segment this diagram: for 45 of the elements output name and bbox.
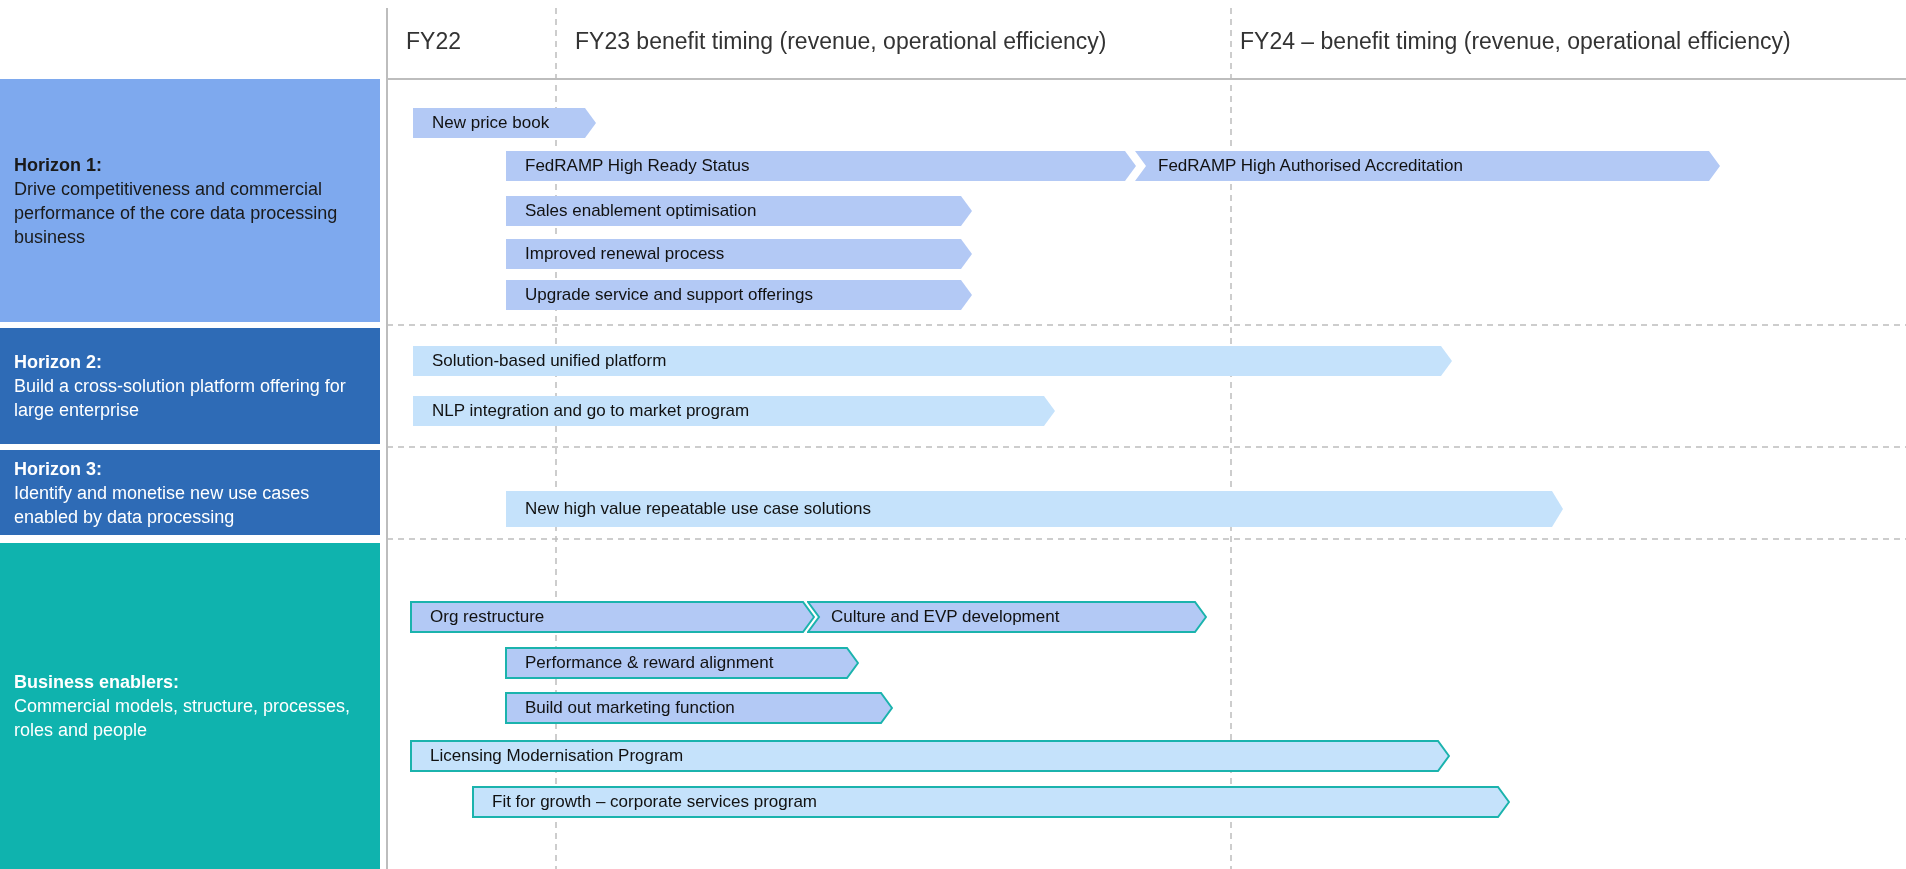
column-header: FY24 – benefit timing (revenue, operational efficiency): [1240, 28, 1791, 55]
row-heading: Horizon 3:: [14, 457, 103, 481]
row-description: Build a cross-solution platform offering for large enterprise: [14, 375, 347, 422]
bar-label: Licensing Modernisation Program: [430, 745, 684, 767]
bar-label: Upgrade service and support offerings: [525, 284, 813, 306]
chevron-bar: [412, 395, 1056, 427]
chevron-bar: [505, 150, 1137, 182]
row-header-panel: [0, 79, 380, 322]
chevron-bar: [410, 740, 1450, 772]
row-heading: Business enablers:: [14, 671, 181, 694]
chevron-bar: [807, 601, 1207, 633]
chevron-bar: [505, 238, 973, 270]
row-header-panel: [0, 450, 380, 535]
chevron-bar: [505, 279, 973, 311]
bar-label: Culture and EVP development: [831, 606, 1060, 628]
bar-label: Org restructure: [430, 606, 545, 628]
bar-label: FedRAMP High Authorised Accreditation: [1158, 155, 1463, 177]
bar-label: Build out marketing function: [525, 697, 735, 719]
chevron-bar: [505, 692, 893, 724]
bar-label: New high value repeatable use case solutions: [525, 498, 871, 520]
bar-label: Performance & reward alignment: [525, 652, 774, 674]
bar-label: Improved renewal process: [525, 243, 725, 265]
chevron-bar: [505, 490, 1564, 528]
bar-label: New price book: [432, 112, 550, 134]
row-description: Drive competitiveness and commercial performance of the core data processing business: [14, 177, 339, 249]
chevron-bar: [412, 345, 1453, 377]
bar-label: Solution-based unified platform: [432, 350, 667, 372]
bar-label: FedRAMP High Ready Status: [525, 155, 750, 177]
row-heading: Horizon 1:: [14, 153, 103, 177]
row-header-panel: [0, 328, 380, 444]
bar-label: Fit for growth – corporate services program: [492, 791, 817, 813]
chevron-bar: [505, 195, 973, 227]
chevron-bar: [410, 601, 815, 633]
row-heading: Horizon 2:: [14, 351, 103, 374]
column-header: FY23 benefit timing (revenue, operational efficiency): [575, 28, 1107, 55]
bar-label: NLP integration and go to market program: [432, 400, 750, 422]
column-header: FY22: [406, 28, 461, 55]
row-description: Identify and monetise new use cases enabled by data processing: [14, 481, 311, 529]
row-description: Commercial models, structure, processes, roles and people: [14, 695, 352, 742]
chevron-bar: [505, 647, 859, 679]
chevron-bar: [472, 786, 1510, 818]
chevron-bar: [1134, 150, 1721, 182]
bar-label: Sales enablement optimisation: [525, 200, 757, 222]
chevron-bar: [412, 107, 597, 139]
row-header-panel: [0, 543, 380, 869]
